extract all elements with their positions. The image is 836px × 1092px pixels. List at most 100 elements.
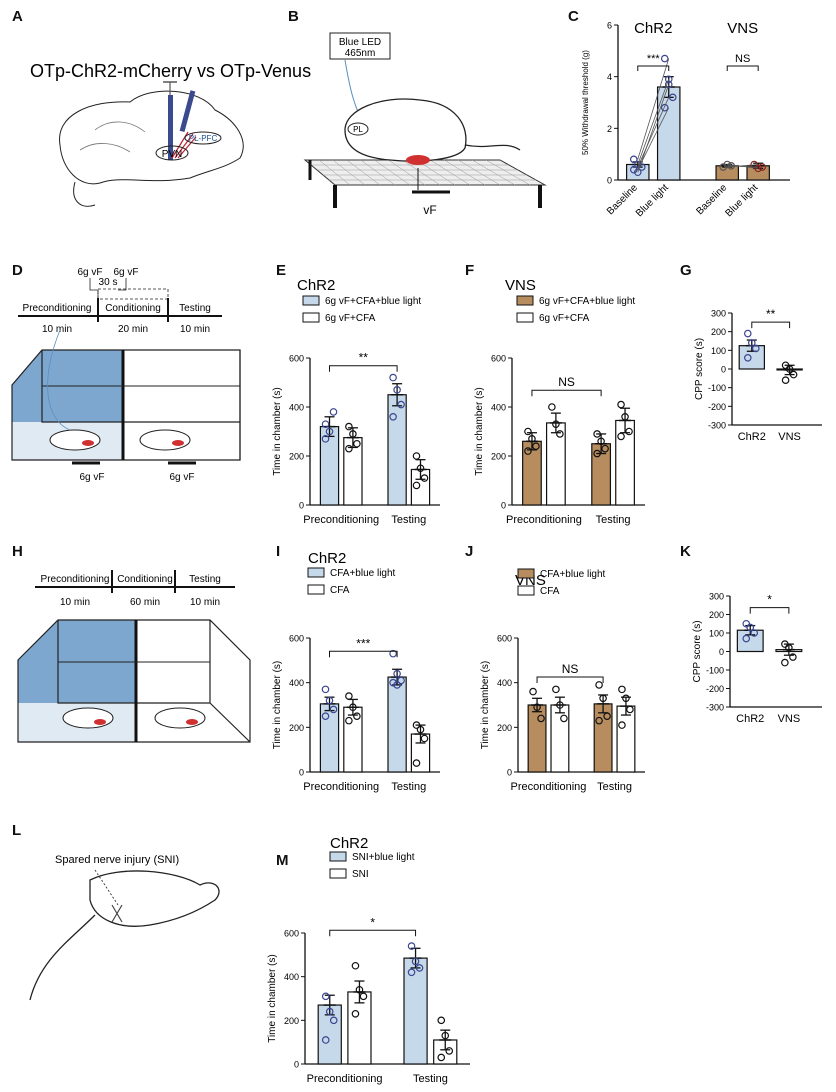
y-tick-label: 2: [607, 124, 612, 134]
phase-2: Conditioning: [105, 303, 161, 314]
group-title: VNS: [727, 20, 758, 37]
data-point: [528, 435, 536, 443]
data-point: [355, 985, 364, 994]
x-tick-label: Preconditioning: [511, 781, 587, 793]
data-point: [437, 1016, 446, 1025]
bar: [616, 705, 636, 773]
vf-label-d-1: 6g vF: [79, 472, 104, 483]
data-point: [407, 968, 416, 977]
y-tick-label: 400: [289, 403, 304, 413]
data-point: [321, 420, 330, 428]
data-point: [552, 420, 560, 428]
led-label-1: Blue LED: [339, 37, 381, 48]
legend-label: SNI: [352, 869, 369, 880]
data-point: [595, 681, 603, 689]
sig-bracket: [329, 650, 398, 658]
y-axis-label: Time in chamber (s): [272, 661, 283, 750]
rat-body: [344, 98, 467, 162]
phase-h2: Conditioning: [117, 574, 173, 585]
data-point: [629, 155, 638, 164]
data-point: [781, 361, 790, 370]
data-point: [325, 1007, 334, 1016]
data-point: [789, 653, 797, 661]
x-tick-label: VNS: [778, 431, 801, 443]
chamber-h-frame: [17, 619, 251, 743]
panel-letter-k: K: [680, 543, 691, 560]
panel-a-brain: OTp-ChR2-mCherry vs OTp-Venus PVN PL-PFC: [30, 61, 311, 207]
y-tick-label: 200: [289, 452, 304, 462]
brain-outline: [59, 90, 244, 185]
chamber-left-wall: [12, 350, 42, 422]
data-point: [781, 376, 790, 385]
pvn-label: PVN: [162, 149, 183, 160]
data-point: [603, 712, 611, 720]
scissors-icon: [111, 904, 123, 923]
data-point: [560, 714, 568, 723]
y-tick-label: 300: [711, 309, 726, 319]
rat-h-2-paw: [186, 719, 198, 725]
data-point: [329, 1016, 338, 1025]
legend-label: 6g vF+CFA: [325, 313, 376, 324]
data-point: [420, 734, 429, 743]
x-tick-label: Testing: [413, 1073, 448, 1085]
bar: [343, 706, 363, 773]
data-point: [556, 701, 564, 709]
paired-line: [637, 84, 670, 173]
data-point: [393, 669, 401, 678]
y-axis-label: CPP score (s): [694, 338, 705, 400]
y-tick-label: 600: [491, 354, 506, 364]
data-point: [781, 658, 789, 667]
data-point: [416, 725, 425, 734]
y-tick-label: 4: [607, 72, 612, 82]
data-point: [664, 75, 673, 84]
data-point: [660, 54, 669, 63]
bar: [387, 394, 407, 506]
data-point: [321, 992, 330, 1001]
y-tick-label: 400: [289, 678, 304, 688]
data-point: [524, 427, 532, 436]
panel-l-sni: Spared nerve injury (SNI): [29, 854, 220, 1001]
y-tick-label: 100: [709, 629, 724, 639]
data-point: [552, 685, 560, 694]
y-tick-label: 100: [711, 346, 726, 356]
legend-label: 6g vF+CFA+blue light: [325, 296, 421, 307]
data-point: [747, 339, 756, 347]
y-tick-label: 200: [491, 452, 506, 462]
data-point: [389, 412, 397, 421]
data-point: [621, 412, 629, 421]
chart-title: ChR2: [297, 277, 335, 294]
y-tick-label: -300: [708, 421, 726, 431]
data-point: [524, 447, 532, 455]
data-point: [359, 992, 368, 1001]
panel-letter-d: D: [12, 262, 23, 279]
data-point: [601, 444, 609, 453]
rat-h-1: [62, 707, 114, 729]
x-tick-label: Preconditioning: [303, 781, 379, 793]
legend-swatch: [329, 868, 347, 879]
panel-letter-m: M: [276, 852, 289, 869]
data-point: [393, 386, 401, 394]
x-tick-label: Testing: [596, 514, 631, 526]
bar: [403, 957, 428, 1065]
vf-label: vF: [423, 203, 436, 217]
phase-3: Testing: [179, 303, 211, 314]
y-tick-label: 600: [289, 634, 304, 644]
legend-label: SNI+blue light: [352, 852, 415, 863]
stim-label-2: 6g vF: [113, 267, 138, 278]
sig-label: *: [767, 593, 772, 607]
data-point: [750, 629, 759, 637]
data-point: [617, 432, 625, 441]
chart-title: VNS: [505, 277, 536, 294]
y-tick-label: 600: [289, 354, 304, 364]
data-point: [626, 705, 634, 714]
vf-label-d-2: 6g vF: [169, 472, 194, 483]
x-tick-label: Testing: [391, 781, 426, 793]
y-axis-label: Time in chamber (s): [474, 387, 485, 476]
data-point: [389, 649, 397, 658]
inflamed-paw: [406, 155, 430, 165]
rat-l-body: [89, 870, 220, 927]
